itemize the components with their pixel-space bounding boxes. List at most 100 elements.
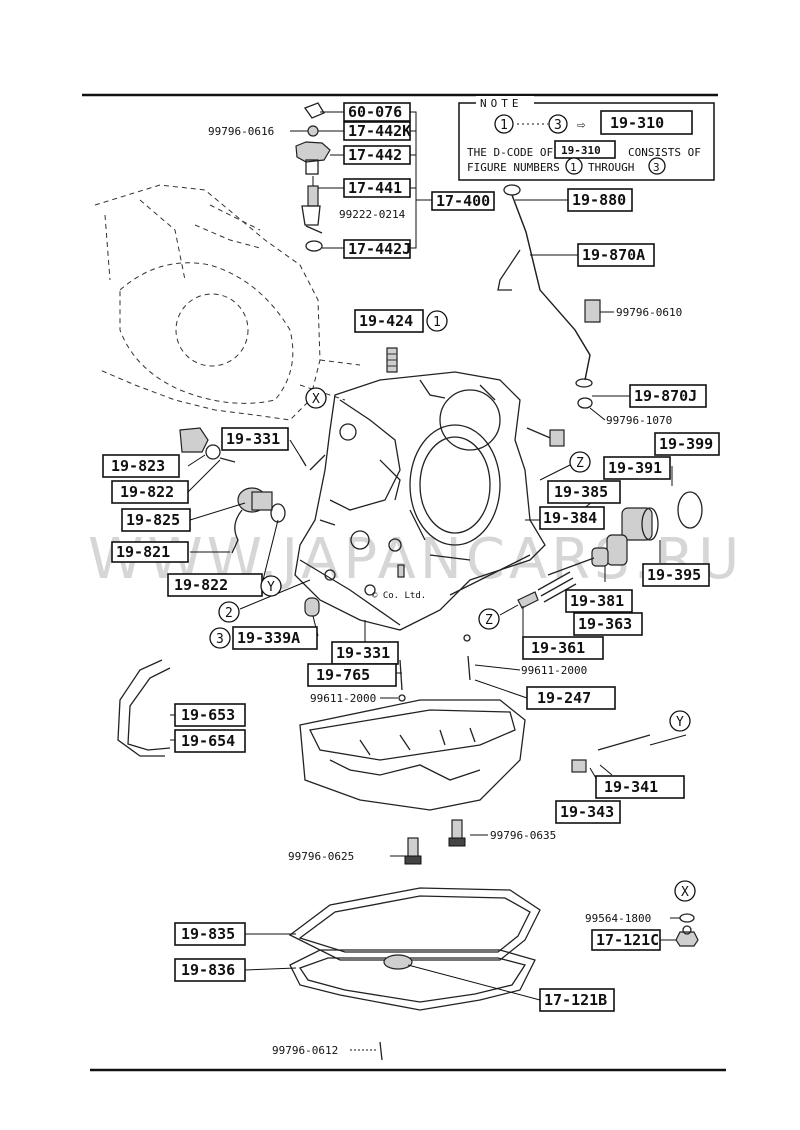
svg-text:X: X bbox=[312, 392, 320, 407]
label-17-441: 17-441 bbox=[343, 178, 411, 198]
note-line2-pre: THE D-CODE OF bbox=[467, 146, 553, 159]
servo-parts bbox=[463, 491, 703, 681]
note-line3-from: 1 bbox=[570, 161, 577, 174]
svg-text:17-442: 17-442 bbox=[348, 146, 402, 164]
label-19-343: 19-343 bbox=[555, 800, 621, 824]
svg-text:19-821: 19-821 bbox=[116, 543, 170, 561]
valve-body bbox=[299, 699, 526, 811]
note-row1-to: 3 bbox=[554, 118, 562, 133]
svg-text:17-400: 17-400 bbox=[436, 192, 490, 210]
svg-text:19-870J: 19-870J bbox=[634, 387, 697, 405]
svg-text:19-385: 19-385 bbox=[554, 483, 608, 501]
svg-text:19-870A: 19-870A bbox=[582, 246, 645, 264]
label-19-821: 19-821 bbox=[111, 541, 189, 563]
label-19-339A: 19-339A bbox=[232, 626, 318, 650]
svg-text:19-823: 19-823 bbox=[111, 457, 165, 475]
transaxle-case bbox=[294, 371, 546, 631]
svg-text:19-343: 19-343 bbox=[560, 803, 614, 821]
left-sensors bbox=[179, 427, 307, 554]
label-19-822-bottom: 19-822 bbox=[167, 573, 263, 597]
label-17-442J: 17-442J bbox=[343, 239, 411, 259]
label-99611-2000-left: 99611-2000 bbox=[310, 692, 376, 705]
label-99564-1800: 99564-1800 bbox=[585, 912, 651, 925]
note-title: NOTE bbox=[480, 97, 523, 110]
plain-labels: 99796-0616 99222-0214 99796-0610 99796-1… bbox=[208, 125, 682, 1057]
label-19-399: 19-399 bbox=[654, 432, 720, 456]
engine-outline bbox=[94, 184, 361, 421]
label-19-361: 19-361 bbox=[522, 636, 604, 660]
callout-x-right: X bbox=[674, 880, 696, 902]
svg-text:19-399: 19-399 bbox=[659, 435, 713, 453]
speedometer-parts bbox=[295, 102, 331, 252]
label-99796-1070: 99796-1070 bbox=[606, 414, 672, 427]
svg-text:60-076: 60-076 bbox=[348, 103, 402, 121]
svg-text:17-121C: 17-121C bbox=[596, 931, 659, 949]
note-row1-code: 19-310 bbox=[610, 114, 664, 132]
label-19-825: 19-825 bbox=[121, 508, 191, 532]
svg-text:19-247: 19-247 bbox=[537, 689, 591, 707]
label-19-363: 19-363 bbox=[573, 612, 643, 636]
svg-text:1: 1 bbox=[433, 315, 441, 330]
label-99222-0214: 99222-0214 bbox=[339, 208, 406, 221]
watermark-small: © Co. Ltd. bbox=[372, 591, 426, 601]
svg-text:19-836: 19-836 bbox=[181, 961, 235, 979]
label-19-822-top: 19-822 bbox=[111, 480, 189, 504]
svg-text:3: 3 bbox=[216, 632, 224, 647]
svg-text:Z: Z bbox=[576, 456, 584, 471]
dipstick-tube bbox=[497, 184, 601, 409]
svg-text:19-384: 19-384 bbox=[543, 509, 597, 527]
label-17-442K: 17-442K bbox=[343, 121, 411, 141]
case-small-parts bbox=[304, 564, 406, 702]
svg-text:17-442J: 17-442J bbox=[348, 240, 411, 258]
case-bolt bbox=[526, 427, 565, 447]
svg-text:19-363: 19-363 bbox=[578, 615, 632, 633]
label-19-391: 19-391 bbox=[603, 456, 671, 480]
label-99796-0635: 99796-0635 bbox=[490, 829, 556, 842]
callout-y-left: Y bbox=[260, 575, 282, 597]
svg-text:19-339A: 19-339A bbox=[237, 629, 300, 647]
label-19-331-top: 19-331 bbox=[221, 427, 289, 451]
label-60-076: 60-076 bbox=[343, 102, 411, 122]
label-19-385: 19-385 bbox=[547, 480, 621, 504]
label-19-247: 19-247 bbox=[526, 686, 616, 710]
svg-text:19-880: 19-880 bbox=[572, 191, 626, 209]
note-line3-mid: THROUGH bbox=[588, 161, 634, 174]
callout-z-top: Z bbox=[569, 451, 591, 473]
oil-pipes bbox=[117, 659, 171, 757]
note-line3-to: 3 bbox=[653, 161, 660, 174]
label-19-424: 19-424 bbox=[354, 309, 424, 333]
svg-text:19-822: 19-822 bbox=[174, 576, 228, 594]
boxed-labels: 60-076 17-442K 17-442 17-441 17-400 17-4… bbox=[102, 102, 720, 1012]
label-19-880: 19-880 bbox=[567, 188, 633, 212]
svg-text:17-442K: 17-442K bbox=[348, 122, 411, 140]
note-row1-from: 1 bbox=[500, 118, 508, 133]
label-19-765: 19-765 bbox=[307, 663, 397, 687]
label-19-384: 19-384 bbox=[539, 506, 605, 530]
callout-1: 1 bbox=[426, 310, 448, 332]
callout-2: 2 bbox=[218, 601, 240, 623]
note-line2-post: CONSISTS OF bbox=[628, 146, 701, 159]
svg-text:X: X bbox=[681, 885, 689, 900]
callout-3: 3 bbox=[209, 627, 231, 649]
svg-text:19-654: 19-654 bbox=[181, 732, 235, 750]
svg-text:19-395: 19-395 bbox=[647, 566, 701, 584]
svg-text:19-341: 19-341 bbox=[604, 778, 658, 796]
svg-text:19-331: 19-331 bbox=[226, 430, 280, 448]
callout-z-mid: Z bbox=[478, 608, 500, 630]
svg-text:19-331: 19-331 bbox=[336, 644, 390, 662]
svg-text:19-391: 19-391 bbox=[608, 459, 662, 477]
label-19-823: 19-823 bbox=[102, 454, 180, 478]
callouts: 1 X Z Y 2 3 Z Y X bbox=[209, 310, 696, 902]
label-19-870J: 19-870J bbox=[629, 384, 707, 408]
label-19-835: 19-835 bbox=[174, 922, 246, 946]
svg-text:2: 2 bbox=[225, 606, 233, 621]
drain-plug bbox=[675, 913, 699, 947]
label-19-653: 19-653 bbox=[174, 703, 246, 727]
note-box: NOTE 1 3 ⇨ 19-310 THE D-CODE OF 19-310 C… bbox=[458, 96, 715, 181]
svg-text:Y: Y bbox=[676, 715, 684, 730]
note-line3-pre: FIGURE NUMBERS bbox=[467, 161, 560, 174]
plug-19-424 bbox=[386, 347, 398, 373]
svg-text:17-121B: 17-121B bbox=[544, 991, 607, 1009]
label-17-121C: 17-121C bbox=[591, 929, 661, 951]
svg-text:19-825: 19-825 bbox=[126, 511, 180, 529]
